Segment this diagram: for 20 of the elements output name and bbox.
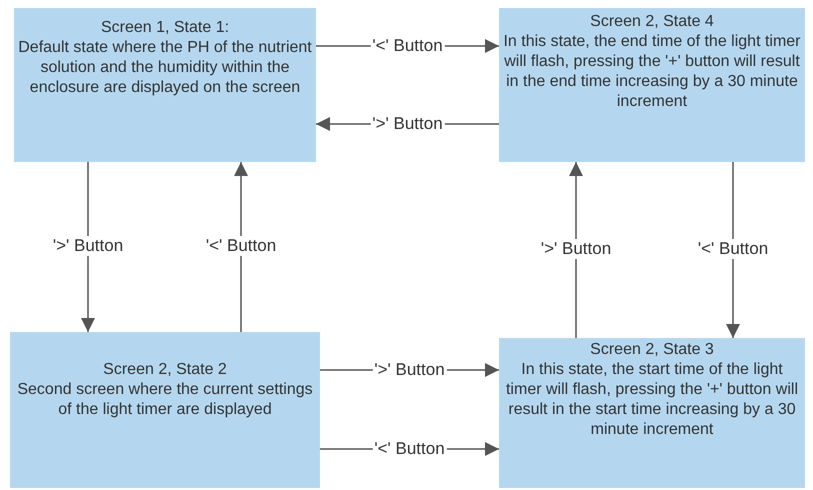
- state-title: Screen 2, State 2: [103, 360, 227, 380]
- edge-label: '>' Button: [538, 239, 614, 259]
- edge-label: '<' Button: [696, 239, 770, 259]
- state-box: [499, 338, 805, 488]
- edge-label: '<' Button: [204, 236, 278, 256]
- state-box: [499, 8, 805, 162]
- state-box: [14, 8, 316, 162]
- arrow: [234, 162, 248, 332]
- state-description: Default state where the PH of the nutrient solution and the humidity within the enclosure are displayed on the screen: [18, 38, 312, 98]
- state-title: Screen 2, State 3: [590, 340, 714, 360]
- state-box: [10, 332, 320, 488]
- arrow: [569, 162, 583, 338]
- arrow: [81, 162, 95, 332]
- state-title: Screen 2, State 4: [590, 12, 714, 32]
- arrow: [726, 162, 740, 338]
- state-description: In this state, the start time of the light timer will flash, pressing the '+' button will result in the start time increasing by a 30 minute increment: [504, 360, 799, 440]
- edge-label: '>' Button: [50, 236, 126, 256]
- state-description: Second screen where the current settings of the light timer are displayed: [16, 380, 314, 420]
- state-description: In this state, the end time of the light timer will flash, pressing the '+' button will result in the end time increasing by a 30 minute increment: [503, 32, 801, 112]
- state-title: Screen 1, State 1:: [100, 18, 230, 38]
